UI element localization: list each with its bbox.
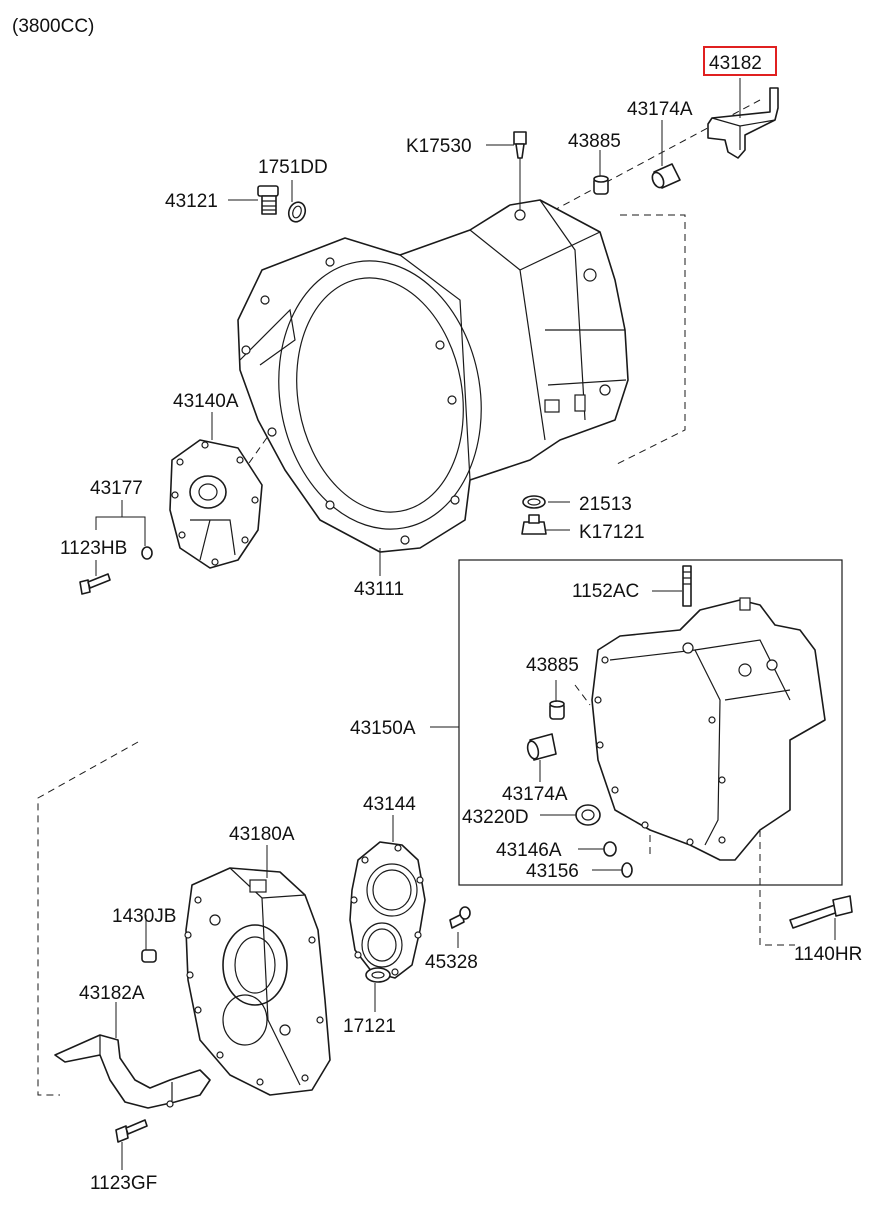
subassembly-box-43150A xyxy=(458,559,843,886)
label-1140HR[interactable]: 1140HR xyxy=(794,944,862,965)
stud-1152AC[interactable] xyxy=(682,565,692,607)
label-43182A[interactable]: 43182A xyxy=(79,983,145,1004)
label-K17530[interactable]: K17530 xyxy=(406,136,472,157)
label-43885-top[interactable]: 43885 xyxy=(568,131,621,152)
plug-43121[interactable] xyxy=(257,185,279,215)
pin-43885-top[interactable] xyxy=(593,175,609,195)
engine-variant-label: (3800CC) xyxy=(12,16,94,37)
label-45328[interactable]: 45328 xyxy=(425,952,478,973)
label-1751DD[interactable]: 1751DD xyxy=(258,157,328,178)
highlight-box-43182 xyxy=(703,46,777,76)
label-43156[interactable]: 43156 xyxy=(526,861,579,882)
label-43220D[interactable]: 43220D xyxy=(462,807,529,828)
label-K17121[interactable]: K17121 xyxy=(579,522,645,543)
transmission-case-43111[interactable] xyxy=(237,199,629,553)
leader-lines xyxy=(95,78,836,1170)
label-1430JB[interactable]: 1430JB xyxy=(112,906,176,927)
oring-43156[interactable] xyxy=(621,862,633,878)
label-43182[interactable]: 43182 xyxy=(709,53,762,74)
gasket-21513[interactable] xyxy=(522,495,546,509)
washer-43177[interactable] xyxy=(141,546,153,560)
label-43150A[interactable]: 43150A xyxy=(350,718,416,739)
label-43177[interactable]: 43177 xyxy=(90,478,143,499)
label-43174A-top[interactable]: 43174A xyxy=(627,99,693,120)
dowel-1430JB[interactable] xyxy=(141,949,157,963)
bracket-43182[interactable] xyxy=(707,87,779,159)
seal-17121[interactable] xyxy=(365,967,391,983)
bolt-1123HB[interactable] xyxy=(79,573,111,595)
label-17121[interactable]: 17121 xyxy=(343,1016,396,1037)
extension-housing-43150A[interactable] xyxy=(591,597,826,861)
part-labels: 43182 43174A K17530 43885 1751DD 43121 4… xyxy=(60,53,862,1194)
label-1152AC[interactable]: 1152AC xyxy=(572,581,639,602)
label-43140A[interactable]: 43140A xyxy=(173,391,239,412)
bearing-43220D[interactable] xyxy=(575,804,601,826)
label-43885-mid[interactable]: 43885 xyxy=(526,655,579,676)
rear-case-43180A[interactable] xyxy=(184,867,331,1096)
label-43144[interactable]: 43144 xyxy=(363,794,416,815)
bolt-1140HR[interactable] xyxy=(789,895,853,929)
label-1123GF[interactable]: 1123GF xyxy=(90,1173,157,1194)
bolt-45328[interactable] xyxy=(449,906,471,929)
cover-43140A[interactable] xyxy=(169,439,263,569)
label-43121[interactable]: 43121 xyxy=(165,191,218,212)
label-43111[interactable]: 43111 xyxy=(354,579,404,600)
pin-43885-mid[interactable] xyxy=(549,700,565,720)
label-1123HB[interactable]: 1123HB xyxy=(60,538,127,559)
washer-1751DD[interactable] xyxy=(286,200,308,224)
label-21513[interactable]: 21513 xyxy=(579,494,632,515)
oring-43146A[interactable] xyxy=(603,841,617,857)
bracket-43182A[interactable] xyxy=(54,1034,211,1109)
drain-plug-K17121[interactable] xyxy=(521,514,547,535)
bushing-43174A-top[interactable] xyxy=(650,163,681,189)
label-43146A[interactable]: 43146A xyxy=(496,840,562,861)
label-43180A[interactable]: 43180A xyxy=(229,824,295,845)
label-43174A-mid[interactable]: 43174A xyxy=(502,784,568,805)
bolt-1123GF[interactable] xyxy=(115,1119,148,1143)
gasket-43144[interactable] xyxy=(349,841,426,979)
breather-K17530[interactable] xyxy=(513,131,527,159)
bushing-43174A-mid[interactable] xyxy=(526,733,557,761)
